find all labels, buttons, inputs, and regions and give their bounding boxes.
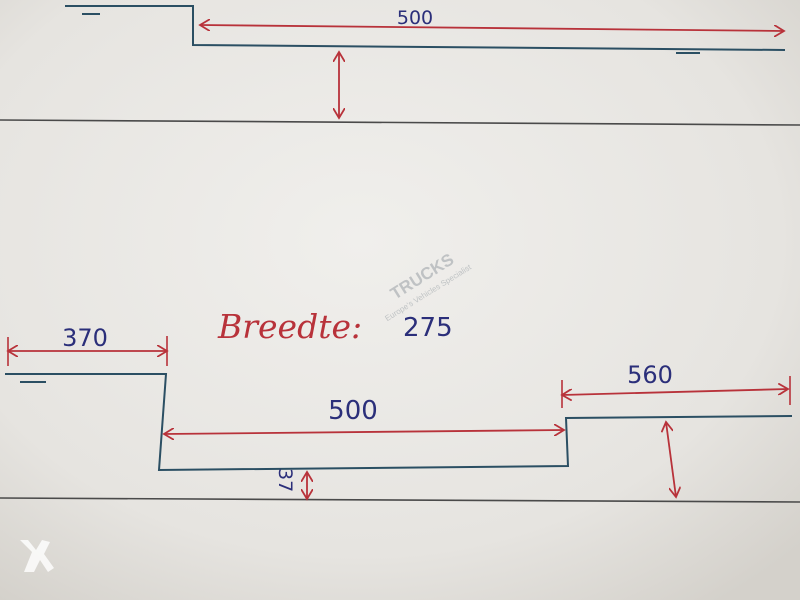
- width-value: 275: [403, 313, 453, 343]
- bottom-profile-outline: [5, 373, 793, 472]
- top-profile-outline: [65, 5, 786, 51]
- dim-arrow-mid-width: [164, 430, 564, 434]
- label-right-width: 560: [627, 361, 673, 389]
- label-small-depth: 37: [274, 468, 296, 492]
- width-caption: Breedte:: [217, 307, 362, 346]
- dim-arrow-right-width: [562, 389, 788, 395]
- label-top-width: 500: [397, 7, 433, 29]
- brand-logo: [20, 540, 54, 572]
- label-mid-width: 500: [328, 396, 378, 426]
- ruled-line: [0, 119, 800, 126]
- dim-arrow-top-width: [200, 25, 784, 31]
- label-left-width: 370: [62, 324, 108, 352]
- top-profile: 500: [65, 5, 786, 118]
- ruled-line: [0, 497, 800, 503]
- bottom-profile: 370 500 560 37: [5, 324, 793, 499]
- dim-arrow-right-depth: [666, 422, 676, 497]
